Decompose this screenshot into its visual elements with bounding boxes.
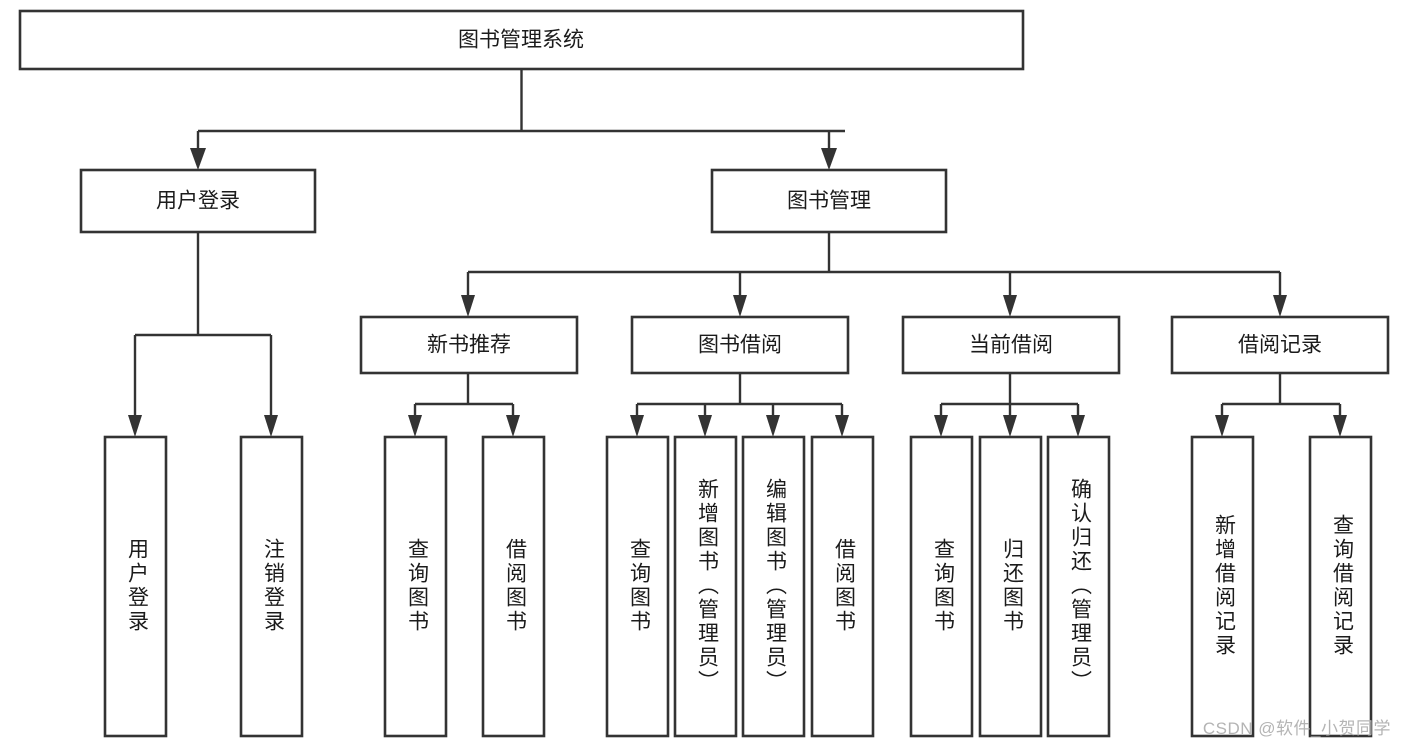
- arrow-head-leaf-add-record: [1215, 415, 1229, 437]
- arrow-head-leaf-confirm-return: [1071, 415, 1085, 437]
- node-leaf-confirm-return-label: 确认归还（管理员）: [1068, 478, 1092, 694]
- node-leaf-query-book-2[interactable]: 查询图书: [605, 435, 670, 738]
- arrow-head-leaf-query-record: [1333, 415, 1347, 437]
- node-leaf-borrow-book-1-box[interactable]: [481, 435, 546, 738]
- node-new-book-recommend-label: 新书推荐: [427, 334, 511, 357]
- node-leaf-query-book-3[interactable]: 查询图书: [909, 435, 974, 738]
- csdn-watermark: CSDN @软件_小贺同学: [1202, 719, 1391, 738]
- node-leaf-user-login-label: 用户登录: [125, 538, 149, 634]
- node-leaf-query-record[interactable]: 查询借阅记录: [1308, 435, 1373, 738]
- node-leaf-user-login-box[interactable]: [103, 435, 168, 738]
- arrow-head-leaf-query-book-2: [630, 415, 644, 437]
- node-leaf-edit-book[interactable]: 编辑图书（管理员）: [741, 435, 806, 738]
- arrow-head-leaf-return-book: [1003, 415, 1017, 437]
- node-user-login-label: 用户登录: [156, 190, 240, 213]
- connector-group-current-borrow: [934, 373, 1085, 437]
- connector-group-root: [190, 69, 845, 170]
- node-user-login[interactable]: 用户登录: [79, 168, 317, 234]
- node-leaf-borrow-book-1[interactable]: 借阅图书: [481, 435, 546, 738]
- node-leaf-return-book-box[interactable]: [978, 435, 1043, 738]
- arrow-head-book-management: [821, 148, 837, 170]
- node-leaf-confirm-return-box[interactable]: [1046, 435, 1111, 738]
- arrow-head-borrow-record: [1273, 295, 1287, 317]
- node-leaf-add-record[interactable]: 新增借阅记录: [1190, 435, 1255, 738]
- arrow-head-current-borrow: [1003, 295, 1017, 317]
- node-leaf-add-book[interactable]: 新增图书（管理员）: [673, 435, 738, 738]
- node-borrow-record-label: 借阅记录: [1238, 334, 1322, 357]
- node-book-borrow[interactable]: 图书借阅: [630, 315, 850, 375]
- node-leaf-query-book-1[interactable]: 查询图书: [383, 435, 448, 738]
- node-book-management-box[interactable]: [710, 168, 948, 234]
- node-new-book-recommend[interactable]: 新书推荐: [359, 315, 579, 375]
- arrow-head-leaf-logout-login: [264, 415, 278, 437]
- node-leaf-query-book-3-box[interactable]: [909, 435, 974, 738]
- connector-group-book-borrow: [630, 373, 849, 437]
- node-leaf-borrow-book-2[interactable]: 借阅图书: [810, 435, 875, 738]
- node-new-book-recommend-box[interactable]: [359, 315, 579, 375]
- node-leaf-borrow-book-2-box[interactable]: [810, 435, 875, 738]
- node-current-borrow-box[interactable]: [901, 315, 1121, 375]
- node-book-borrow-label: 图书借阅: [698, 334, 782, 357]
- arrow-head-leaf-borrow-book-1: [506, 415, 520, 437]
- node-leaf-user-login[interactable]: 用户登录: [103, 435, 168, 738]
- node-book-management[interactable]: 图书管理: [710, 168, 948, 234]
- arrow-head-leaf-borrow-book-2: [835, 415, 849, 437]
- arrow-head-user-login: [190, 148, 206, 170]
- node-leaf-query-book-1-box[interactable]: [383, 435, 448, 738]
- node-leaf-borrow-book-1-label: 借阅图书: [503, 538, 527, 634]
- node-user-login-box[interactable]: [79, 168, 317, 234]
- node-leaf-query-book-1-label: 查询图书: [405, 538, 429, 634]
- arrow-head-leaf-add-book: [698, 415, 712, 437]
- node-leaf-add-record-label: 新增借阅记录: [1212, 514, 1236, 658]
- arrow-head-leaf-query-book-3: [934, 415, 948, 437]
- connector-group-borrow-record: [1215, 373, 1347, 437]
- arrow-head-leaf-user-login: [128, 415, 142, 437]
- node-leaf-confirm-return[interactable]: 确认归还（管理员）: [1046, 435, 1111, 738]
- connector-group-book-management: [461, 232, 1287, 317]
- node-leaf-logout-login[interactable]: 注销登录: [239, 435, 304, 738]
- node-leaf-edit-book-box[interactable]: [741, 435, 806, 738]
- node-leaf-add-book-box[interactable]: [673, 435, 738, 738]
- node-leaf-query-book-2-box[interactable]: [605, 435, 670, 738]
- node-leaf-logout-login-label: 注销登录: [261, 538, 285, 634]
- node-borrow-record-box[interactable]: [1170, 315, 1390, 375]
- node-book-management-label: 图书管理: [787, 190, 871, 213]
- node-leaf-borrow-book-2-label: 借阅图书: [832, 538, 856, 634]
- node-leaf-logout-login-box[interactable]: [239, 435, 304, 738]
- connector-group-user-login: [128, 232, 278, 437]
- arrow-head-leaf-query-book-1: [408, 415, 422, 437]
- node-root-box[interactable]: [18, 9, 1025, 71]
- node-current-borrow[interactable]: 当前借阅: [901, 315, 1121, 375]
- node-current-borrow-label: 当前借阅: [969, 334, 1053, 357]
- node-borrow-record[interactable]: 借阅记录: [1170, 315, 1390, 375]
- arrow-head-leaf-edit-book: [766, 415, 780, 437]
- connector-group-new-book-recommend: [408, 373, 520, 437]
- node-root[interactable]: 图书管理系统: [18, 9, 1025, 71]
- node-leaf-query-book-2-label: 查询图书: [627, 538, 651, 634]
- node-leaf-add-book-label: 新增图书（管理员）: [695, 478, 719, 694]
- node-leaf-query-record-box[interactable]: [1308, 435, 1373, 738]
- node-root-label: 图书管理系统: [458, 29, 584, 52]
- node-leaf-query-record-label: 查询借阅记录: [1330, 514, 1354, 658]
- node-leaf-edit-book-label: 编辑图书（管理员）: [763, 478, 787, 694]
- node-book-borrow-box[interactable]: [630, 315, 850, 375]
- arrow-head-new-book-recommend: [461, 295, 475, 317]
- arrow-head-book-borrow: [733, 295, 747, 317]
- node-leaf-query-book-3-label: 查询图书: [931, 538, 955, 634]
- node-leaf-add-record-box[interactable]: [1190, 435, 1255, 738]
- node-leaf-return-book-label: 归还图书: [1000, 538, 1024, 634]
- node-leaf-return-book[interactable]: 归还图书: [978, 435, 1043, 738]
